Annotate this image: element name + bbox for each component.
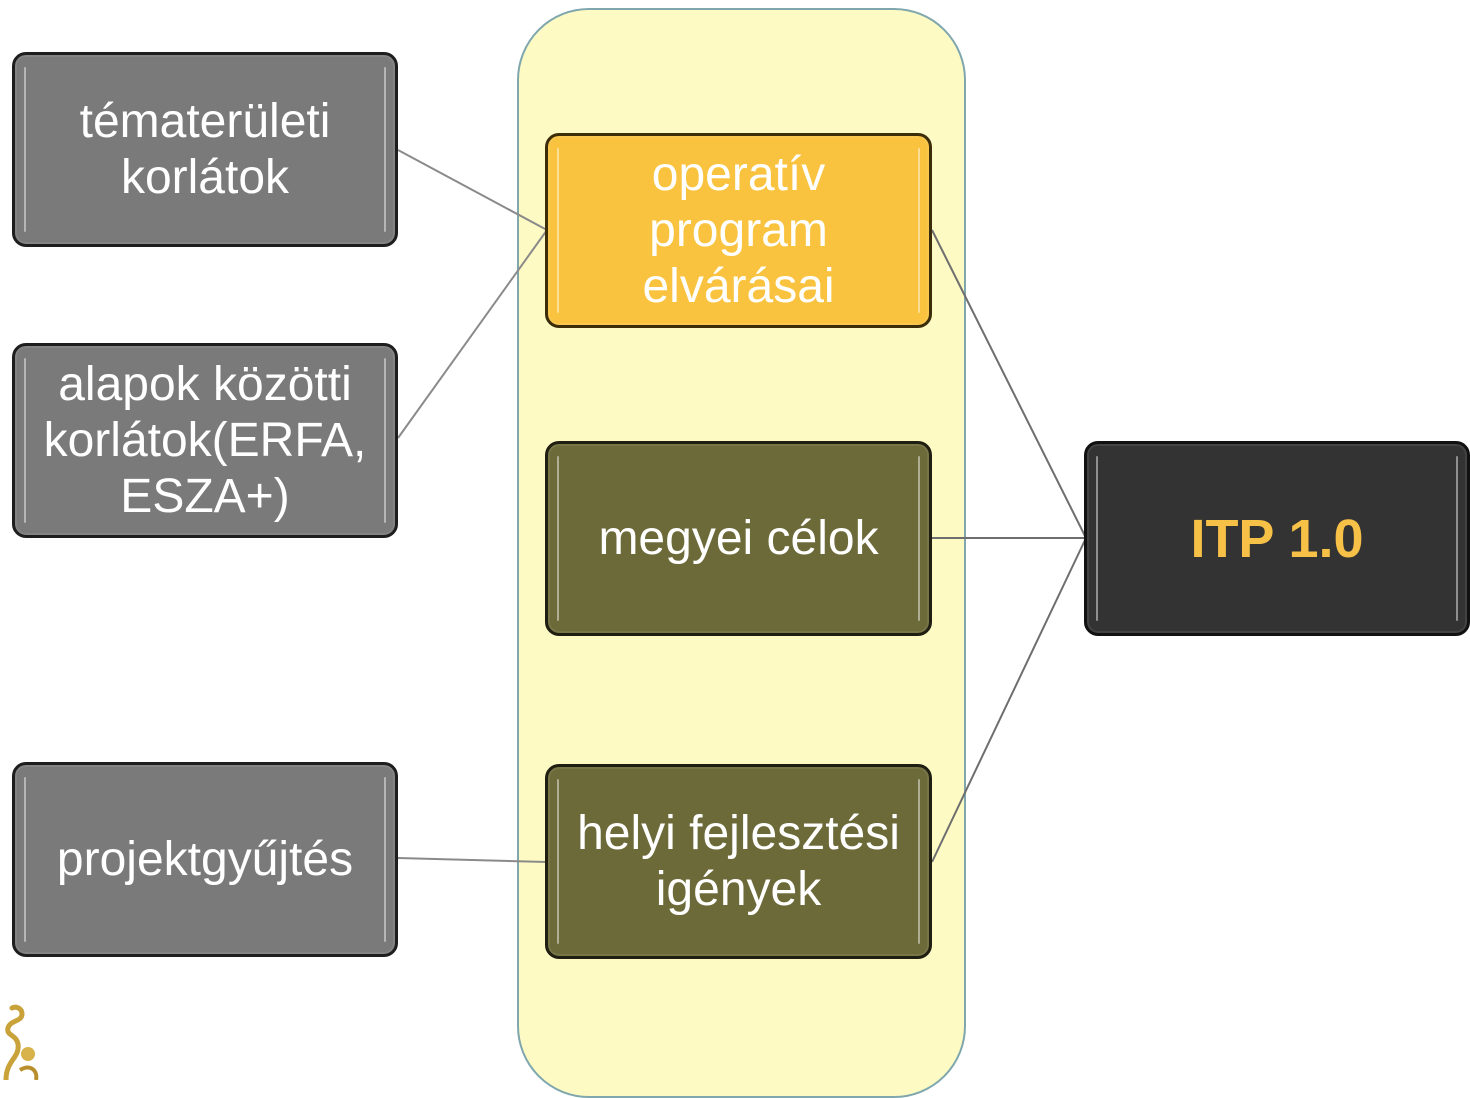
ornament-icon <box>3 1004 39 1080</box>
constraint-box-topic: tématerületi korlátok <box>12 52 398 247</box>
goal-box-label: helyi fejlesztési igények <box>577 806 900 916</box>
goal-box-county-goals: megyei célok <box>545 441 932 636</box>
goal-box-op-expectations: operatív program elvárásai <box>545 133 932 328</box>
constraint-box-label: projektgyűjtés <box>56 832 354 886</box>
constraint-box-projects: projektgyűjtés <box>12 762 398 957</box>
goal-box-local-needs: helyi fejlesztési igények <box>545 764 932 959</box>
constraint-box-label: alapok közötti korlátok(ERFA, ESZA+) <box>43 357 367 523</box>
constraint-box-label: tématerületi korlátok <box>79 94 331 204</box>
goal-box-label: megyei célok <box>598 511 879 565</box>
output-box-itp: ITP 1.0 <box>1084 441 1470 636</box>
output-box-label: ITP 1.0 <box>1190 508 1364 569</box>
goal-box-label: operatív program elvárásai <box>642 147 835 313</box>
constraint-box-funds: alapok közötti korlátok(ERFA, ESZA+) <box>12 343 398 538</box>
